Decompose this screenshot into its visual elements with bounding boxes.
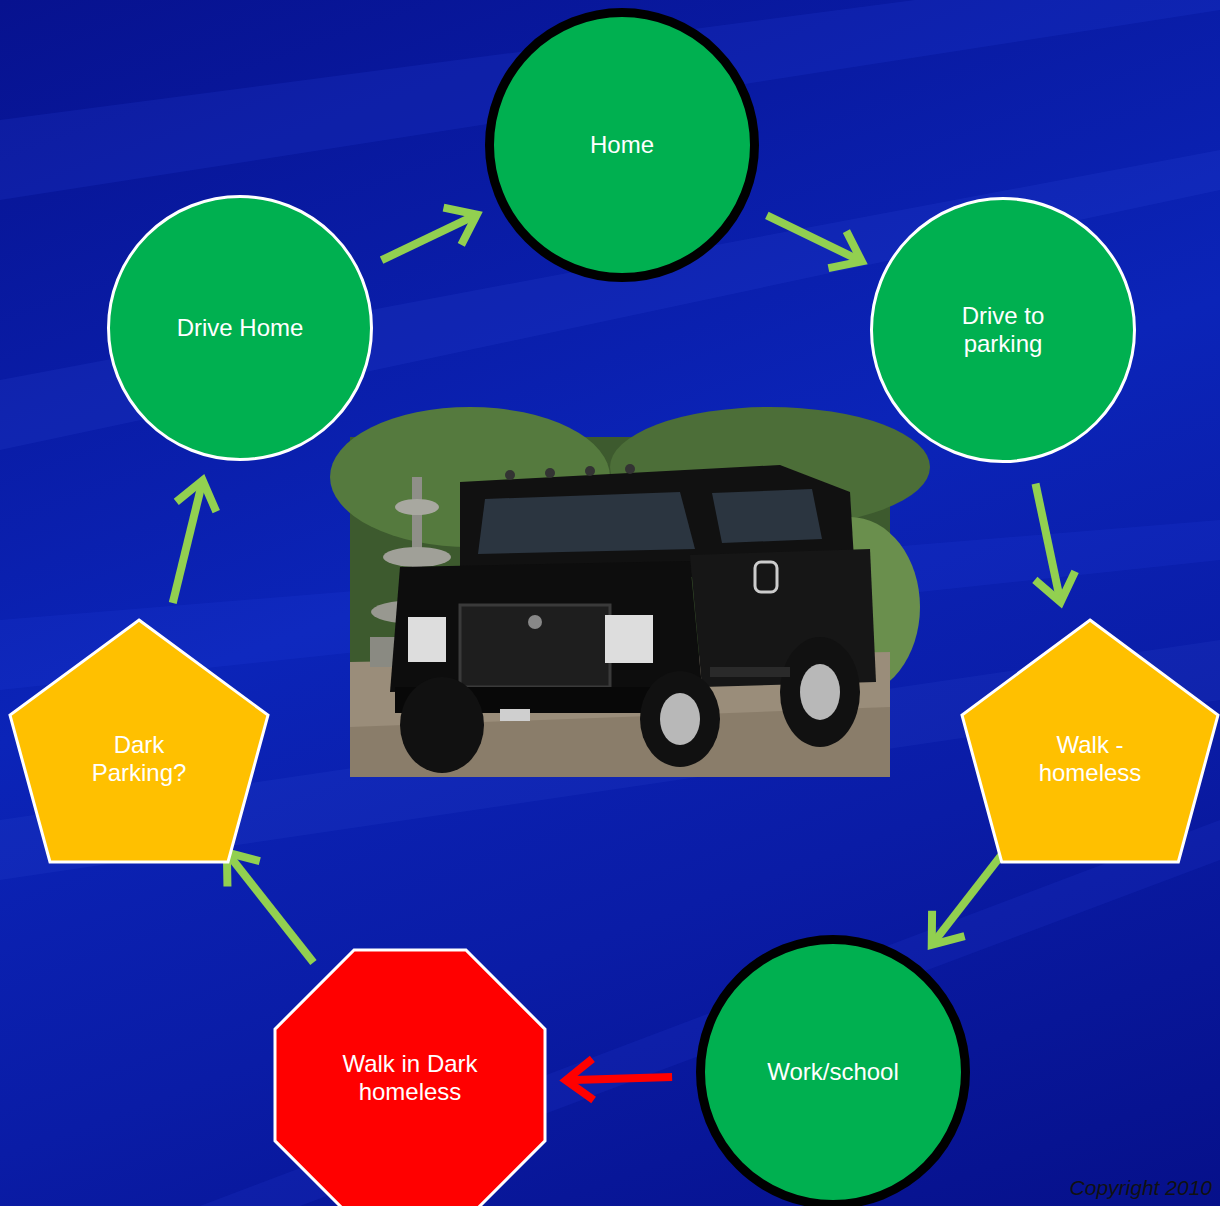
- arrow-head: [227, 853, 256, 883]
- flow-arrow: [1036, 484, 1074, 602]
- node-label: Drive to parking: [928, 302, 1078, 357]
- arrow-head: [832, 235, 861, 268]
- circle-node-shape: [109, 197, 372, 460]
- circle-node: Work/school: [696, 935, 970, 1206]
- circle-node: Drive Home: [107, 195, 373, 461]
- arrow-shaft: [566, 1077, 672, 1080]
- node-label: Home: [590, 131, 654, 159]
- circle-node-shape: [701, 940, 966, 1205]
- flow-arrow: [566, 1061, 672, 1097]
- circle-node-shape: [872, 199, 1135, 462]
- node-label: Dark Parking?: [79, 731, 199, 786]
- arrow-head: [932, 915, 961, 945]
- arrow-head: [1038, 575, 1074, 602]
- node-label: Work/school: [767, 1058, 899, 1086]
- flow-arrow: [227, 853, 314, 963]
- arrow-head: [447, 209, 476, 242]
- copyright-note: Copyright 2010: [1070, 1176, 1212, 1200]
- node-label: Walk - homeless: [1020, 731, 1160, 786]
- arrow-head: [566, 1061, 590, 1097]
- pentagon-node: Dark Parking?: [10, 620, 268, 862]
- arrow-shaft: [932, 853, 1003, 945]
- circle-node: Drive to parking: [870, 197, 1136, 463]
- flow-arrow: [932, 853, 1003, 945]
- circle-node: Home: [485, 8, 759, 282]
- node-label: Walk in Dark homeless: [310, 1050, 510, 1105]
- arrow-shaft: [227, 853, 314, 963]
- node-label: Drive Home: [177, 314, 304, 342]
- flow-arrow: [382, 209, 477, 261]
- circle-node-shape: [490, 13, 755, 278]
- flow-arrow: [173, 481, 215, 604]
- octagon-node: Walk in Dark homeless: [275, 950, 545, 1206]
- octagon-node-shape: [275, 950, 545, 1206]
- pentagon-node-shape: [10, 620, 268, 862]
- pentagon-node: Walk - homeless: [962, 620, 1218, 862]
- flow-arrow: [767, 215, 862, 267]
- arrow-head: [179, 481, 214, 509]
- pentagon-node-shape: [962, 620, 1218, 862]
